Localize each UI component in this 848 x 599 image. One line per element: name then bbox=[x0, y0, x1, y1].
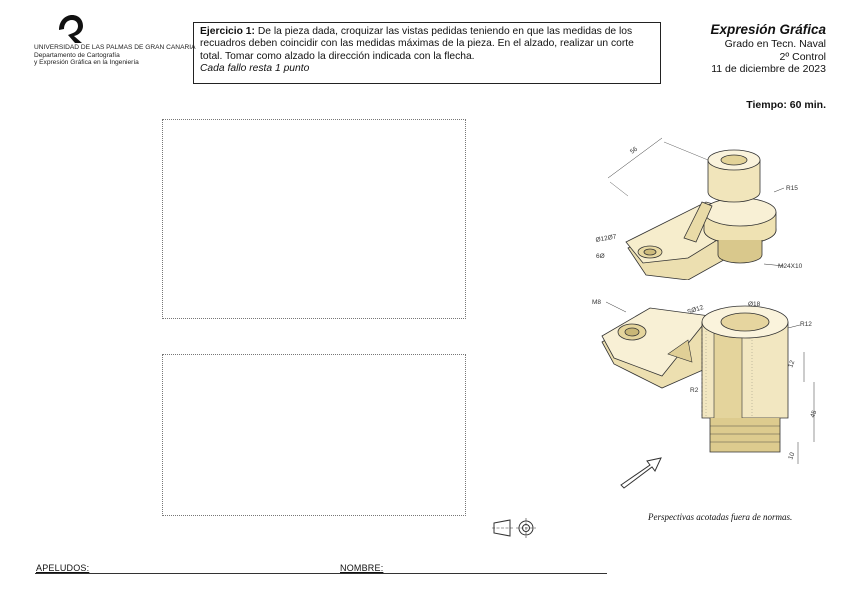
projection-method-icon bbox=[492, 518, 536, 538]
university-logo: UNIVERSIDAD DE LAS PALMAS DE GRAN CANARI… bbox=[30, 14, 200, 69]
exercise-label: Ejercicio 1: bbox=[200, 26, 255, 37]
dim-45: 45 bbox=[809, 409, 818, 419]
dim-hole: Ø12Ø7 bbox=[595, 233, 617, 244]
dim-sphere: SØ12 bbox=[686, 304, 704, 316]
dim-r12: R12 bbox=[800, 321, 812, 328]
dim-56: 56 bbox=[629, 145, 639, 155]
exam-header: Expresión Gráfica Grado en Tecn. Naval 2… bbox=[656, 22, 826, 76]
isometric-view-exterior: 56 R15 Ø12Ø7 6Ø M24X10 bbox=[595, 137, 803, 280]
dim-10: 10 bbox=[787, 451, 796, 461]
dim-12: 12 bbox=[787, 359, 796, 369]
exercise-text: De la pieza dada, croquizar las vistas p… bbox=[200, 26, 634, 62]
logo-department: Departamento de Cartografía bbox=[34, 51, 120, 59]
dim-r15: R15 bbox=[786, 185, 798, 192]
exercise-penalty: Cada fallo resta 1 punto bbox=[200, 63, 310, 75]
degree-name: Grado en Tecn. Naval bbox=[724, 38, 826, 50]
answer-frame-elevation[interactable] bbox=[162, 119, 466, 319]
logo-department-sub: y Expresión Gráfica en la Ingeniería bbox=[34, 59, 139, 66]
dim-r2: R2 bbox=[690, 387, 699, 394]
course-title: Expresión Gráfica bbox=[710, 22, 826, 37]
logo-university-name: UNIVERSIDAD DE LAS PALMAS DE GRAN CANARI… bbox=[34, 44, 196, 51]
isometric-view-section: M8 SØ12 Ø18 R12 R2 12 45 10 bbox=[592, 299, 818, 464]
dim-m8: M8 bbox=[592, 299, 601, 306]
exam-name: 2º Control bbox=[779, 50, 826, 63]
ulpgc-logo-icon bbox=[59, 15, 83, 43]
name-fill-line[interactable] bbox=[35, 573, 607, 574]
dim-diam-18: Ø18 bbox=[748, 301, 761, 308]
perspective-note: Perspectivas acotadas fuera de normas. bbox=[648, 512, 793, 522]
exercise-statement: Ejercicio 1: De la pieza dada, croquizar… bbox=[193, 22, 661, 84]
time-limit: Tiempo: 60 min. bbox=[746, 99, 826, 111]
answer-frame-plan[interactable] bbox=[162, 354, 466, 516]
name-label: NOMBRE: bbox=[340, 563, 384, 573]
dim-6: 6Ø bbox=[596, 253, 605, 260]
dim-m24: M24X10 bbox=[778, 263, 803, 270]
view-direction-arrow-icon bbox=[620, 457, 662, 489]
exam-date: 11 de diciembre de 2023 bbox=[711, 63, 826, 75]
surname-label: APELUDOS: bbox=[36, 563, 90, 573]
